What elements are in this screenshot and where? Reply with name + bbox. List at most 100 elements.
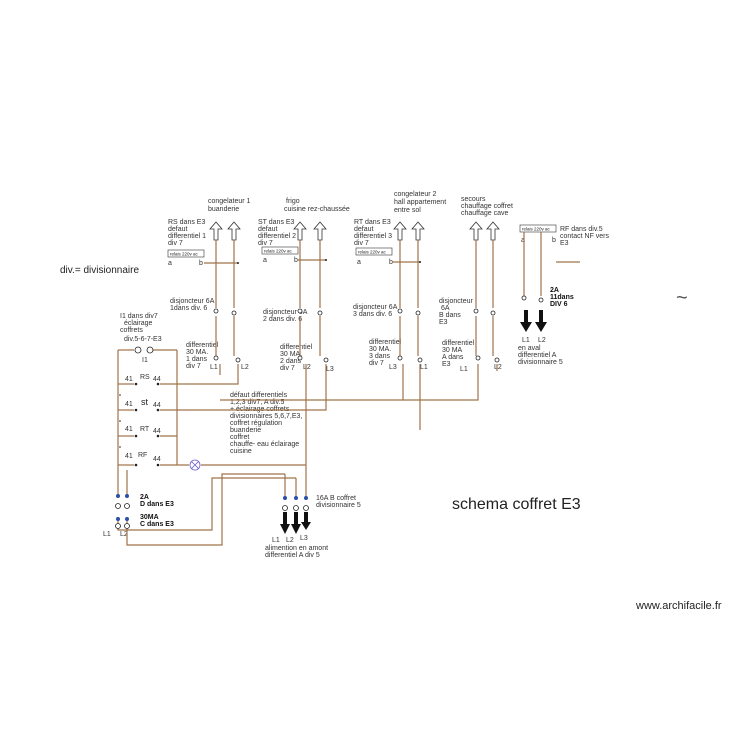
svg-text:L2: L2 xyxy=(120,531,128,538)
svg-text:41: 41 xyxy=(125,426,133,433)
svg-text:cuisine: cuisine xyxy=(230,448,252,455)
relay-boxes: relais 220v ac relais 220v ac relais 220… xyxy=(167,224,557,258)
lighting-label: I1 dans div7 éclairage coffrets div.5-6-… xyxy=(120,313,162,364)
load-arrows xyxy=(209,221,500,241)
contact-rows-labels: 41 RS 44 41 st 44 41 RT 44 41 RF 44 xyxy=(125,374,161,463)
svg-text:RT dans E3: RT dans E3 xyxy=(354,219,391,226)
svg-text:defaut: defaut xyxy=(168,226,188,233)
rf-output-labels: L1 L2 en aval differentiel A divisionnai… xyxy=(518,337,563,366)
svg-text:E3: E3 xyxy=(439,319,448,326)
svg-text:differentiel: differentiel xyxy=(280,344,313,351)
relay-rt-box-text: relais 220v ac xyxy=(358,250,387,255)
svg-text:3 dans div. 6: 3 dans div. 6 xyxy=(353,311,392,318)
svg-text:div 7: div 7 xyxy=(369,360,384,367)
svg-text:RF dans div.5: RF dans div.5 xyxy=(560,226,603,233)
svg-text:entre sol: entre sol xyxy=(394,207,421,214)
junction-dots xyxy=(119,259,421,448)
diffA-label: differentiel 30 MA A dans E3 xyxy=(442,340,475,368)
svg-text:L2: L2 xyxy=(286,537,294,544)
relay-rs-label: RS dans E3 defaut differentiel 1 div 7 xyxy=(168,219,206,247)
svg-text:div.5-6-7-E3: div.5-6-7-E3 xyxy=(124,336,162,343)
svg-text:30 MA.: 30 MA. xyxy=(186,349,208,356)
svg-text:1,2,3 div7, A div.5: 1,2,3 div7, A div.5 xyxy=(230,399,284,406)
svg-text:L3: L3 xyxy=(300,535,308,542)
svg-text:I1: I1 xyxy=(142,357,148,364)
watermark: www.archifacile.fr xyxy=(635,600,722,612)
svg-text:div 7: div 7 xyxy=(168,240,183,247)
svg-text:a: a xyxy=(263,257,267,264)
svg-text:44: 44 xyxy=(153,376,161,383)
svg-text:A dans: A dans xyxy=(442,354,464,361)
svg-text:buanderie: buanderie xyxy=(208,206,239,213)
svg-text:L2: L2 xyxy=(494,364,502,371)
svg-text:défaut differentiels: défaut differentiels xyxy=(230,392,288,399)
svg-text:defaut: defaut xyxy=(258,226,278,233)
svg-text:coffret régulation: coffret régulation xyxy=(230,420,282,427)
breaker16-label: 16A B coffret divisionnaire 5 L1 L2 L3 a… xyxy=(265,495,361,559)
svg-text:a: a xyxy=(521,237,525,244)
svg-text:hall appartement: hall appartement xyxy=(394,199,446,206)
svg-text:L3: L3 xyxy=(389,364,397,371)
diff-line-labels: L1 L2 L2 L3 L3 L1 L1 L2 xyxy=(210,364,502,373)
main-breaker-bodies xyxy=(115,503,309,529)
ladder-contacts xyxy=(134,382,160,467)
relay-rf-box-text: relais 220v ac xyxy=(522,227,551,232)
svg-text:div 7: div 7 xyxy=(354,240,369,247)
svg-text:differentiel 2: differentiel 2 xyxy=(258,233,296,240)
svg-text:buanderie: buanderie xyxy=(230,427,261,434)
svg-text:L1: L1 xyxy=(272,537,280,544)
svg-text:41: 41 xyxy=(125,376,133,383)
svg-text:L2: L2 xyxy=(303,364,311,371)
svg-text:st: st xyxy=(141,397,149,407)
svg-text:disjoncteur 6A: disjoncteur 6A xyxy=(170,298,215,305)
relay-rt-label: RT dans E3 defaut differentiel 3 div 7 xyxy=(354,219,392,247)
breaker-d3-label: disjoncteur 6A 3 dans div. 6 xyxy=(353,304,398,318)
svg-text:en aval: en aval xyxy=(518,345,541,352)
svg-text:1dans div. 6: 1dans div. 6 xyxy=(170,305,207,312)
breaker-d4-label: disjoncteur 6A B dans E3 xyxy=(439,298,474,326)
lamp-icon xyxy=(189,459,201,471)
load-secours-label: secours chauffage coffret chauffage cave xyxy=(461,196,513,217)
svg-text:RS dans E3: RS dans E3 xyxy=(168,219,205,226)
svg-text:2A: 2A xyxy=(140,494,149,501)
svg-text:44: 44 xyxy=(153,456,161,463)
svg-text:E3: E3 xyxy=(442,361,451,368)
svg-text:41: 41 xyxy=(125,401,133,408)
load-frigo-label: frigo cuisine rez-chaussée xyxy=(284,198,350,213)
svg-text:L3: L3 xyxy=(326,366,334,373)
relay-st-box-text: relais 220v ac xyxy=(264,249,293,254)
svg-text:differentiel 1: differentiel 1 xyxy=(168,233,206,240)
diagram-title: schema coffret E3 xyxy=(452,496,581,513)
svg-text:2 dans: 2 dans xyxy=(280,358,302,365)
svg-text:44: 44 xyxy=(153,402,161,409)
svg-text:ST dans E3: ST dans E3 xyxy=(258,219,295,226)
svg-text:30MA: 30MA xyxy=(140,514,159,521)
breaker-d2-label: disjoncteur 6A 2 dans div. 6 xyxy=(263,309,308,323)
svg-text:coffrets: coffrets xyxy=(120,327,143,334)
load-congelateur1-label: congelateur 1 buanderie xyxy=(208,198,251,213)
svg-text:éclairage: éclairage xyxy=(124,320,153,327)
svg-text:a: a xyxy=(357,259,361,266)
svg-text:div 7: div 7 xyxy=(280,365,295,372)
diff2-label: differentiel 30 MA. 2 dans div 7 xyxy=(280,344,313,372)
svg-text:1 dans: 1 dans xyxy=(186,356,208,363)
svg-text:differentiel A div 5: differentiel A div 5 xyxy=(265,552,320,559)
svg-text:16A B coffret: 16A B coffret xyxy=(316,495,356,502)
svg-text:L1: L1 xyxy=(460,366,468,373)
svg-text:b: b xyxy=(199,260,203,267)
svg-text:L1: L1 xyxy=(210,364,218,371)
svg-text:b: b xyxy=(552,237,556,244)
svg-text:divisionnaires 5,6,7,E3,: divisionnaires 5,6,7,E3, xyxy=(230,413,302,420)
svg-text:30 MA: 30 MA xyxy=(442,347,463,354)
svg-text:RT: RT xyxy=(140,426,150,433)
svg-text:disjoncteur 6A: disjoncteur 6A xyxy=(263,309,308,316)
svg-text:alimention en amont: alimention en amont xyxy=(265,545,328,552)
svg-text:L1: L1 xyxy=(103,531,111,538)
svg-text:defaut: defaut xyxy=(354,226,374,233)
svg-text:chauffage coffret: chauffage coffret xyxy=(461,203,513,210)
diff1-label: differentiel 30 MA. 1 dans div 7 xyxy=(186,342,219,370)
load-congelateur2-label: congelateur 2 hall appartement entre sol xyxy=(394,191,446,214)
svg-text:D dans E3: D dans E3 xyxy=(140,501,174,508)
svg-text:11dans: 11dans xyxy=(550,294,574,301)
